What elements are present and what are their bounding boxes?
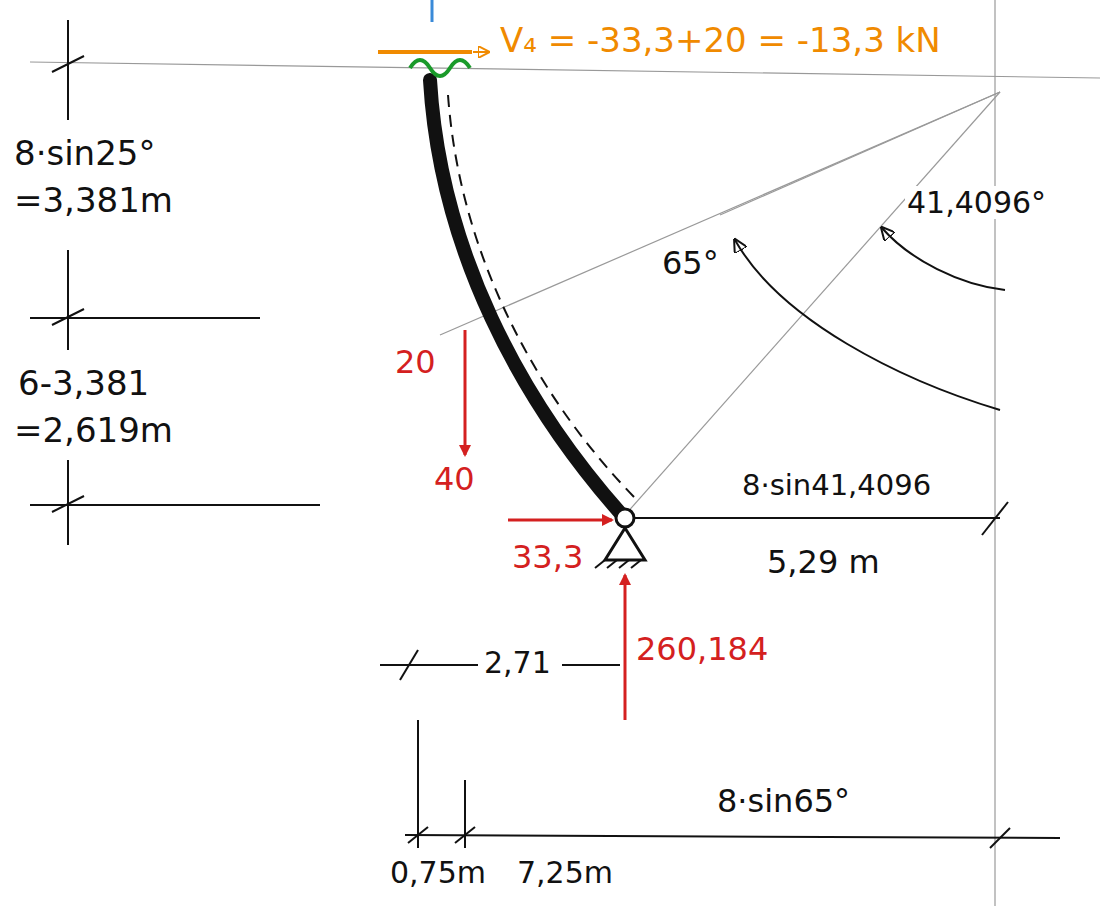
sketch-label: 65° xyxy=(660,246,721,281)
sketch-label: 5,29 m xyxy=(765,545,882,580)
sketch-label: 8·sin25° xyxy=(12,135,157,172)
sketch-label: =2,619m xyxy=(12,412,175,449)
sketch-label: 40 xyxy=(432,462,477,497)
sketch-label: 6-3,381 xyxy=(16,365,151,402)
sketch-label: 20 xyxy=(393,345,438,380)
sketch-label: 2,71 xyxy=(482,646,553,679)
sketch-label: 260,184 xyxy=(634,632,770,667)
sketch-label: 0,75m xyxy=(388,856,488,889)
sketch-label: 8·sin41,4096 xyxy=(740,470,933,502)
sketch-label: =3,381m xyxy=(12,182,175,219)
sketch-label: 7,25m xyxy=(515,856,615,889)
sketch-label: 8·sin65° xyxy=(715,784,852,819)
sketch-label: V₄ = -33,3+20 = -13,3 kN xyxy=(498,22,943,59)
sketch-label: 33,3 xyxy=(510,540,585,575)
sketch-label: 41,4096° xyxy=(905,186,1048,219)
